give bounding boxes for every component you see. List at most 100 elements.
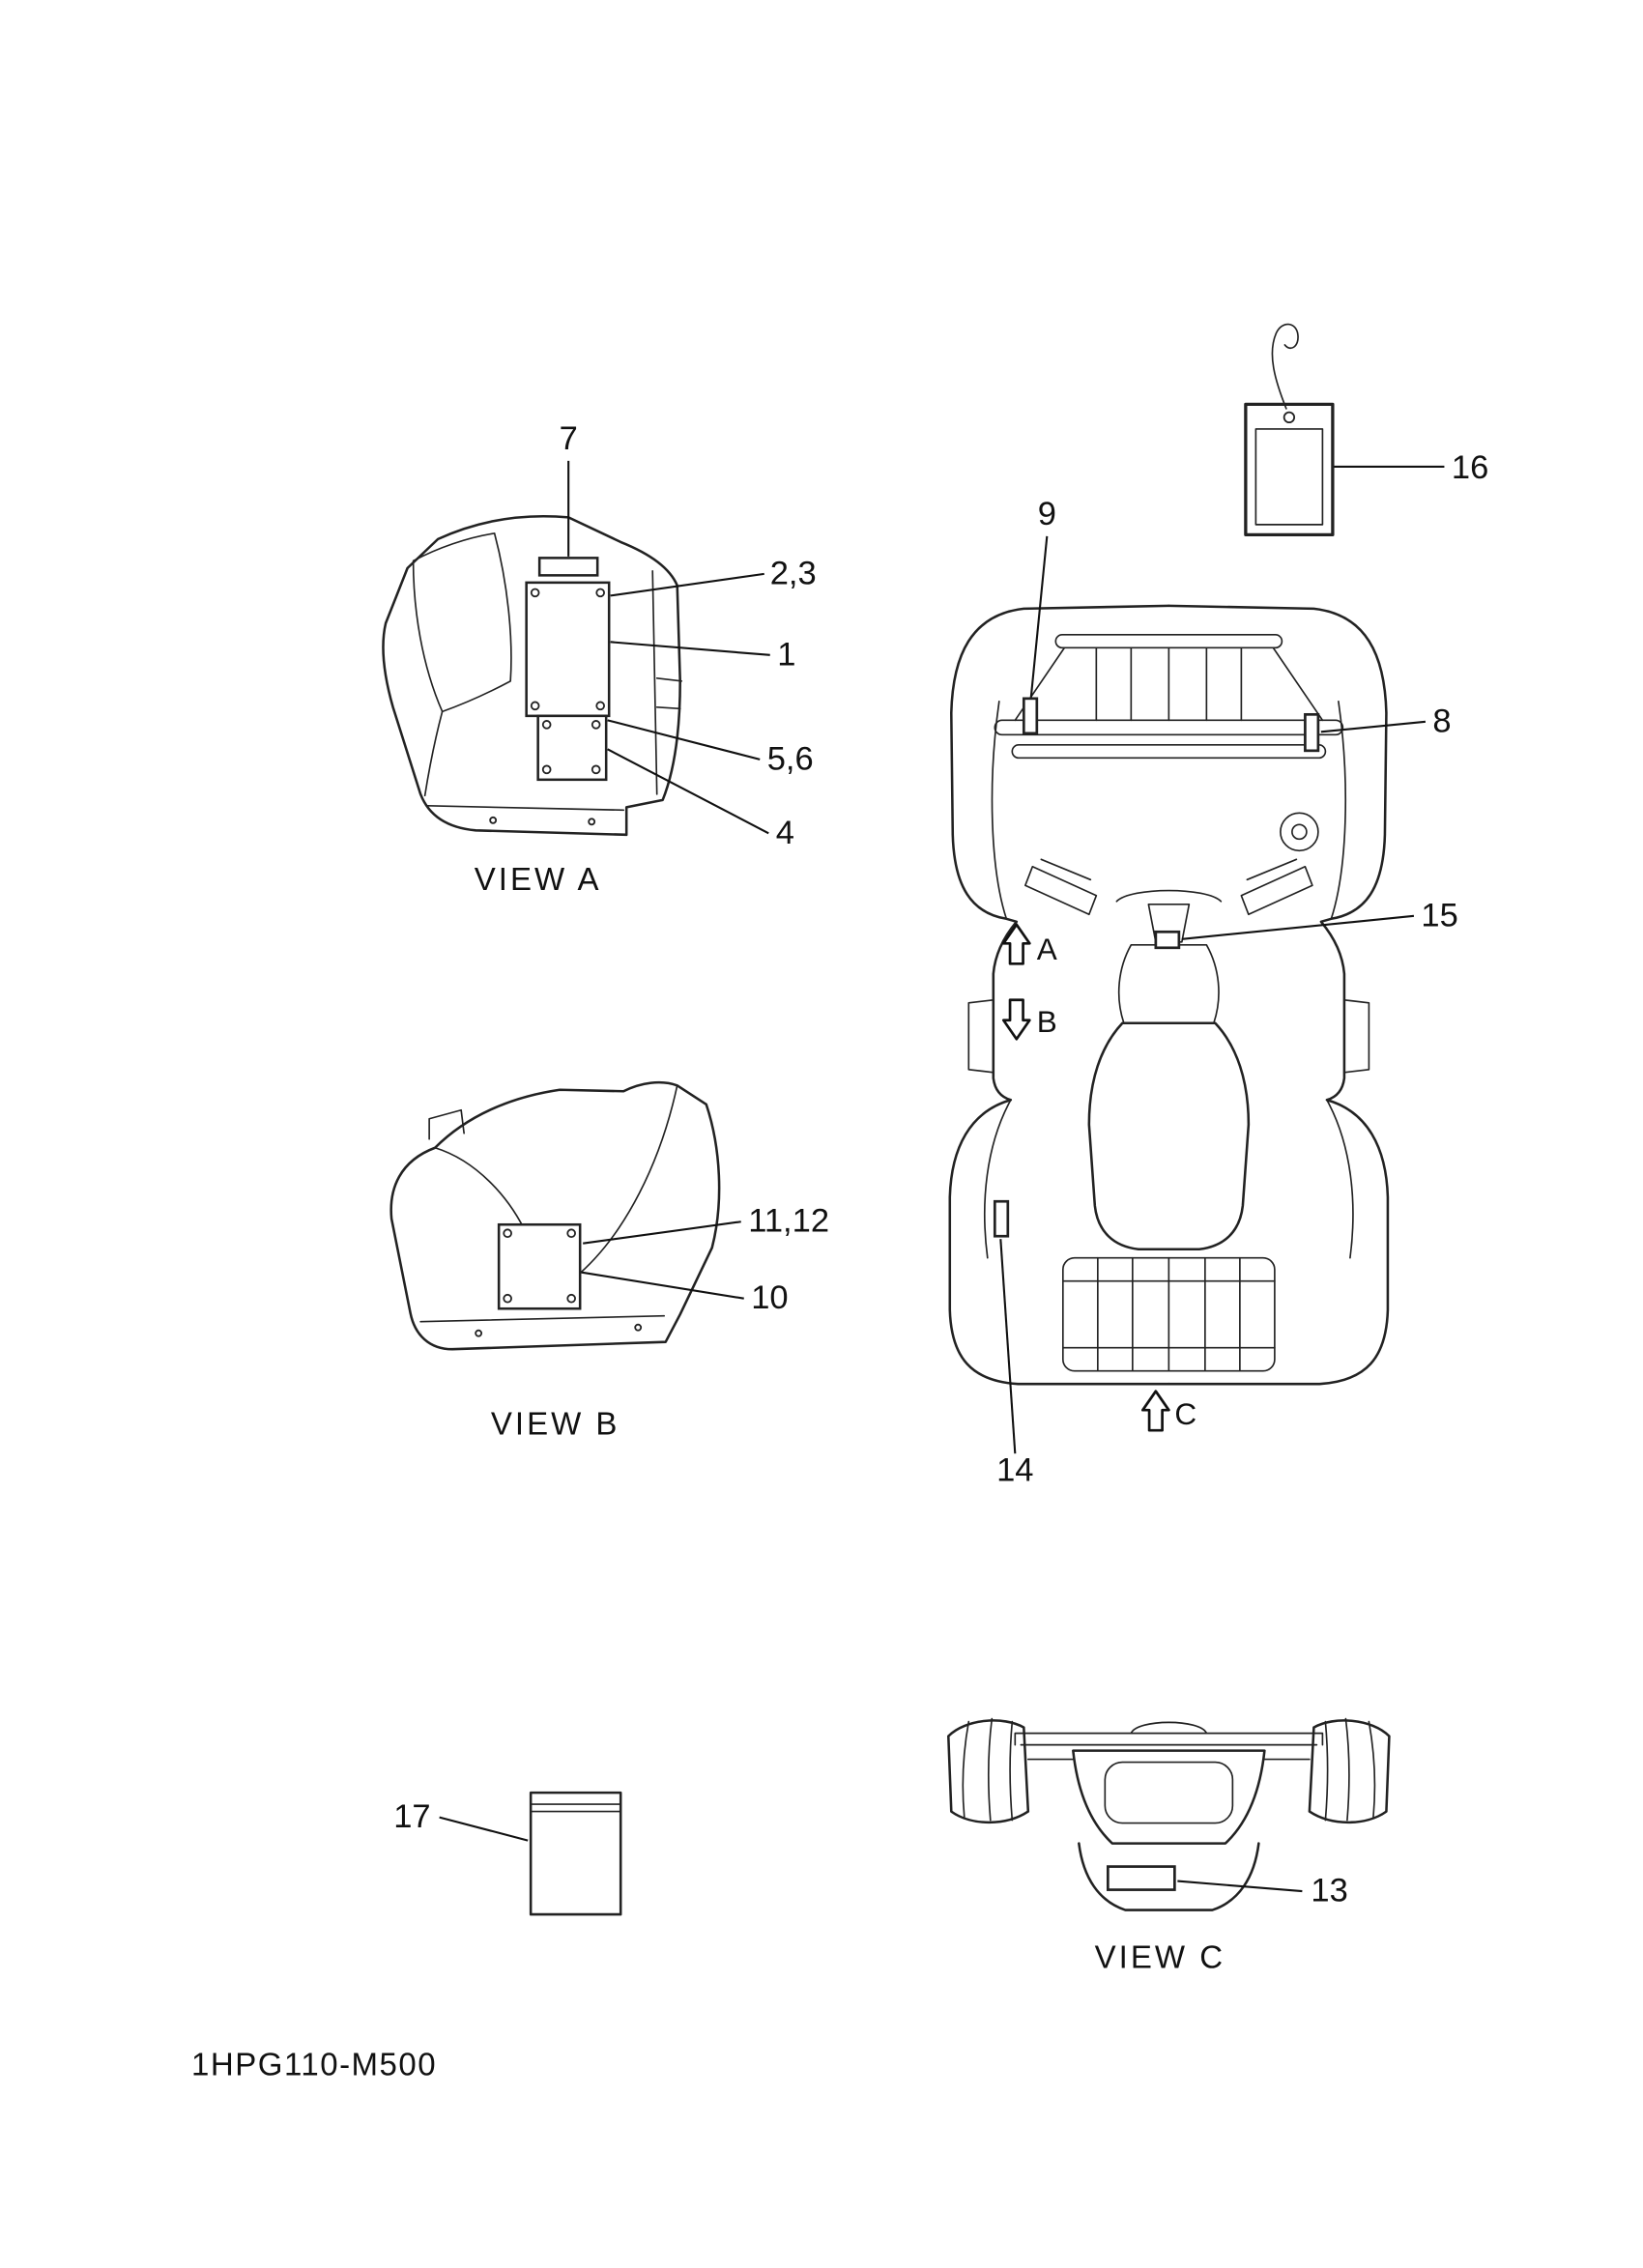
leader-line [1181,914,1415,940]
tag-hole [1283,411,1296,424]
hood [1072,1749,1266,1845]
rack-rail [1011,744,1327,760]
arrow-letter: B [1037,1004,1057,1039]
view-c-title: VIEW C [1095,1939,1225,1975]
brake-lever-right [1246,858,1298,881]
callout-1: 1 [610,636,795,673]
running-board-left [967,998,994,1074]
fender-bottom-flange [419,1314,666,1323]
callout-14: 14 [996,1239,1034,1489]
callout-7: 7 [560,420,578,557]
body-outline-right [1167,604,1390,1386]
fender-scoop-facet [412,532,512,713]
callout-number: 11,12 [748,1203,829,1240]
plate-screw [591,720,601,730]
view-b-fender-drawing [389,1080,721,1351]
plate-screw [591,764,601,775]
leader-line [1029,535,1049,698]
callout-11-12: 11,12 [583,1203,829,1245]
seat [1087,1021,1251,1250]
part-code: 1HPG110-M500 [191,2047,437,2082]
fuel-cap-center [1291,823,1308,841]
plate-screw [530,701,540,711]
atv-top-view: 9 8 15 14 A B C [948,496,1458,1489]
leader-line [581,1271,744,1300]
callout-number: 4 [776,815,794,851]
manual-booklet: 17 [393,1791,622,1916]
plate-screw [595,588,605,598]
leader-line [610,572,764,597]
arrow-up-icon [1001,923,1031,965]
plate-screw [566,1228,576,1239]
callout-15: 15 [1181,897,1458,940]
rear-fender-inner-left [983,1099,1012,1259]
callout-2-3: 2,3 [610,555,817,597]
plate-screw [541,720,552,730]
callout-number: 16 [1452,449,1488,486]
plate-screw [541,764,552,775]
label-item14 [993,1199,1010,1238]
fuel-cap [1280,812,1319,852]
callout-number: 7 [560,420,578,457]
fender-left-crease [423,710,444,797]
plate-screw [503,1293,512,1304]
fender-bracket [655,677,683,710]
callout-13: 13 [1177,1873,1348,1909]
callout-16: 16 [1334,449,1488,486]
hang-tag: 16 [1244,323,1488,537]
tag-inner [1254,428,1324,526]
label-plate-item4 [536,714,608,782]
fender-tab [428,1108,465,1140]
handlebar-grip-right [1240,865,1313,916]
handlebar-crossbar [1115,889,1223,903]
callout-10: 10 [581,1271,789,1316]
left-fender-hatch [962,1717,1014,1822]
label-item13 [1106,1865,1176,1891]
label-plate-item10 [497,1222,582,1310]
booklet-outline [529,1791,622,1916]
arrow-letter: A [1037,932,1057,966]
view-b: 11,12 10 VIEW B [389,1080,829,1442]
flange-screw [588,818,596,826]
callout-9: 9 [1029,496,1056,698]
body-outline-left [948,604,1170,1386]
view-c-front-drawing [947,1717,1391,1911]
plate-screw [566,1293,576,1304]
callout-17: 17 [393,1798,529,1842]
fuel-tank [1117,943,1220,1024]
tag-string [1271,323,1299,410]
leader-line [1320,720,1427,733]
plate-screw [595,701,605,711]
leader-line [1177,1880,1303,1893]
flange-screw [634,1323,643,1332]
leader-line [439,1816,529,1842]
direction-arrow-c: C [1140,1390,1196,1432]
rear-rack-slats [1097,1256,1241,1372]
brake-lever-left [1040,858,1092,881]
booklet-binding [530,1803,622,1813]
direction-arrow-b: B [1001,998,1057,1041]
view-a-fender-drawing [382,514,683,837]
arrow-up-icon [1140,1390,1170,1432]
arrow-down-icon [1001,998,1031,1041]
callout-8: 8 [1320,703,1452,739]
fender-curve-right [573,1084,678,1279]
rack-front-bar [1054,634,1283,649]
label-item8 [1304,712,1320,753]
fender-outline [382,514,681,837]
handlebar-top [1014,1732,1324,1746]
tag-outer [1244,402,1335,537]
leader-line [607,719,761,761]
plate-screw [503,1228,512,1239]
direction-arrow-a: A [1001,923,1057,966]
plate-screw [530,588,540,598]
view-b-title: VIEW B [491,1406,620,1442]
arrow-letter: C [1174,1396,1196,1431]
handlebar-grip-left [1023,865,1098,916]
rear-fender-inner-right [1326,1099,1354,1259]
grille [1104,1761,1234,1824]
label-plate-item1 [525,581,611,718]
leader-line [610,641,770,656]
callout-number: 17 [393,1798,430,1835]
